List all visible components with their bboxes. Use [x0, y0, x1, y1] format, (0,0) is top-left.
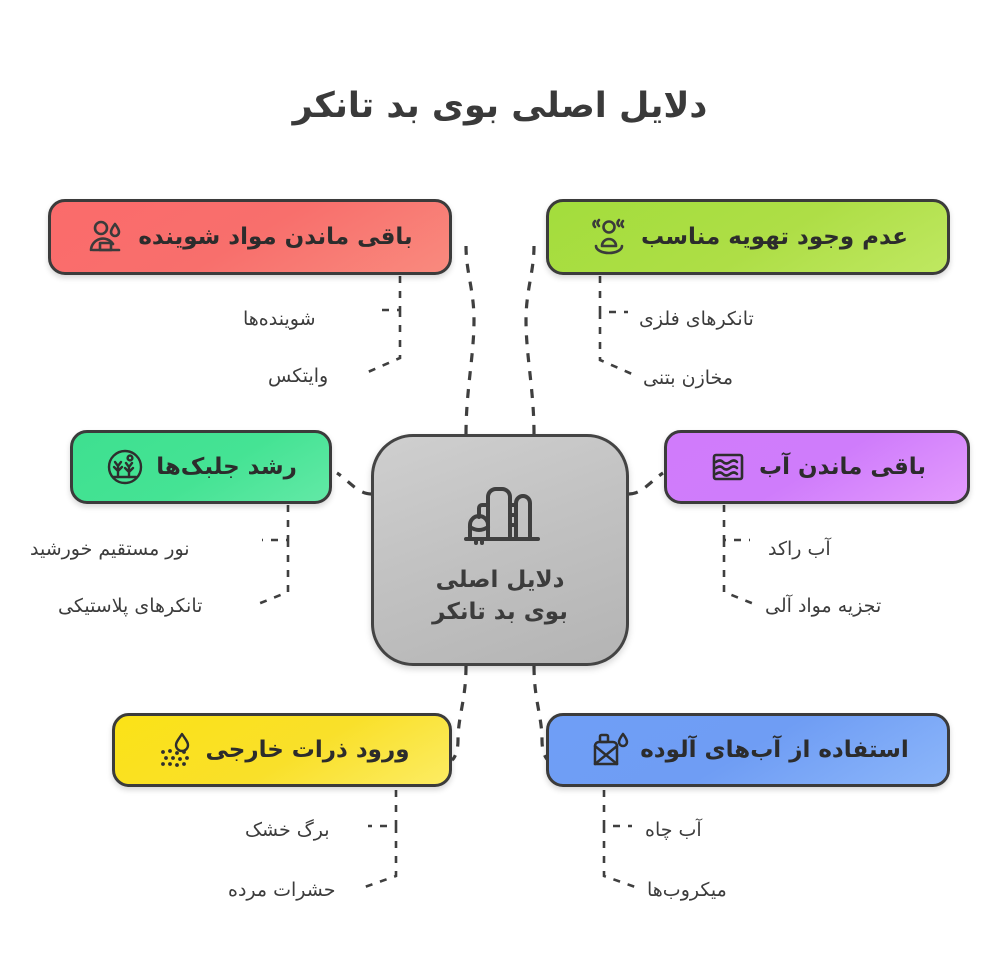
connector-center-algae [336, 471, 372, 496]
sub-label-algae-0: نور مستقیم خورشید [30, 538, 190, 560]
dust-particles-droplet-icon [155, 730, 195, 770]
branch-node-particles[interactable]: ورود ذرات خارجی [112, 713, 452, 787]
person-odor-ventilation-icon [588, 216, 630, 258]
central-node-line1: دلایل اصلی [435, 567, 565, 594]
sub-label-particles-0: برگ خشک [245, 819, 330, 841]
connector-polluted-subs [602, 790, 639, 890]
sub-label-water-0: آب راکد [768, 538, 831, 560]
branch-node-algae[interactable]: رشد جلبک‌ها [70, 430, 332, 504]
person-cleaning-icon [87, 217, 127, 257]
contaminated-jerrycan-icon [587, 730, 629, 770]
connector-algae-subs [257, 505, 290, 606]
connector-water-subs [722, 505, 755, 606]
sub-label-detergent-0: شوینده‌ها [243, 308, 316, 330]
algae-growth-icon [105, 447, 145, 487]
branch-node-polluted[interactable]: استفاده از آب‌های آلوده [546, 713, 950, 787]
connector-center-particles [451, 665, 468, 762]
sub-label-particles-1: حشرات مرده [228, 879, 336, 901]
central-node-line2: بوی بد تانکر [432, 599, 568, 625]
connector-ventilation-subs [598, 276, 633, 376]
sub-label-algae-1: تانکرهای پلاستیکی [58, 595, 203, 617]
sub-label-detergent-1: وایتکس [268, 365, 329, 387]
branch-node-water[interactable]: باقی ماندن آب [664, 430, 970, 504]
connector-center-detergent [464, 245, 476, 435]
branch-node-ventilation[interactable]: عدم وجود تهویه مناسب [546, 199, 950, 275]
branch-node-detergent[interactable]: باقی ماندن مواد شوینده [48, 199, 452, 275]
water-basin-icon [708, 448, 748, 486]
branch-label-water: باقی ماندن آب [758, 453, 927, 480]
sub-label-ventilation-0: تانکرهای فلزی [639, 308, 754, 330]
sub-label-polluted-1: میکروب‌ها [647, 879, 727, 901]
industrial-plant-icon [458, 471, 542, 551]
connector-center-water [628, 471, 664, 496]
central-node-label: دلایل اصلی بوی بد تانکر [432, 565, 568, 628]
branch-label-ventilation: عدم وجود تهویه مناسب [640, 223, 909, 250]
branch-label-polluted: استفاده از آب‌های آلوده [640, 736, 909, 763]
branch-label-algae: رشد جلبک‌ها [156, 453, 297, 480]
sub-label-ventilation-1: مخازن بتنی [643, 367, 733, 389]
connector-detergent-subs [367, 276, 402, 374]
connector-center-ventilation [524, 245, 536, 435]
connector-particles-subs [361, 790, 398, 890]
sub-label-water-1: تجزیه مواد آلی [765, 595, 882, 617]
sub-label-polluted-0: آب چاه [645, 819, 702, 841]
central-node[interactable]: دلایل اصلی بوی بد تانکر [371, 434, 629, 666]
branch-label-particles: ورود ذرات خارجی [205, 736, 410, 763]
branch-label-detergent: باقی ماندن مواد شوینده [138, 223, 413, 250]
page-title: دلایل اصلی بوی بد تانکر [292, 86, 708, 126]
